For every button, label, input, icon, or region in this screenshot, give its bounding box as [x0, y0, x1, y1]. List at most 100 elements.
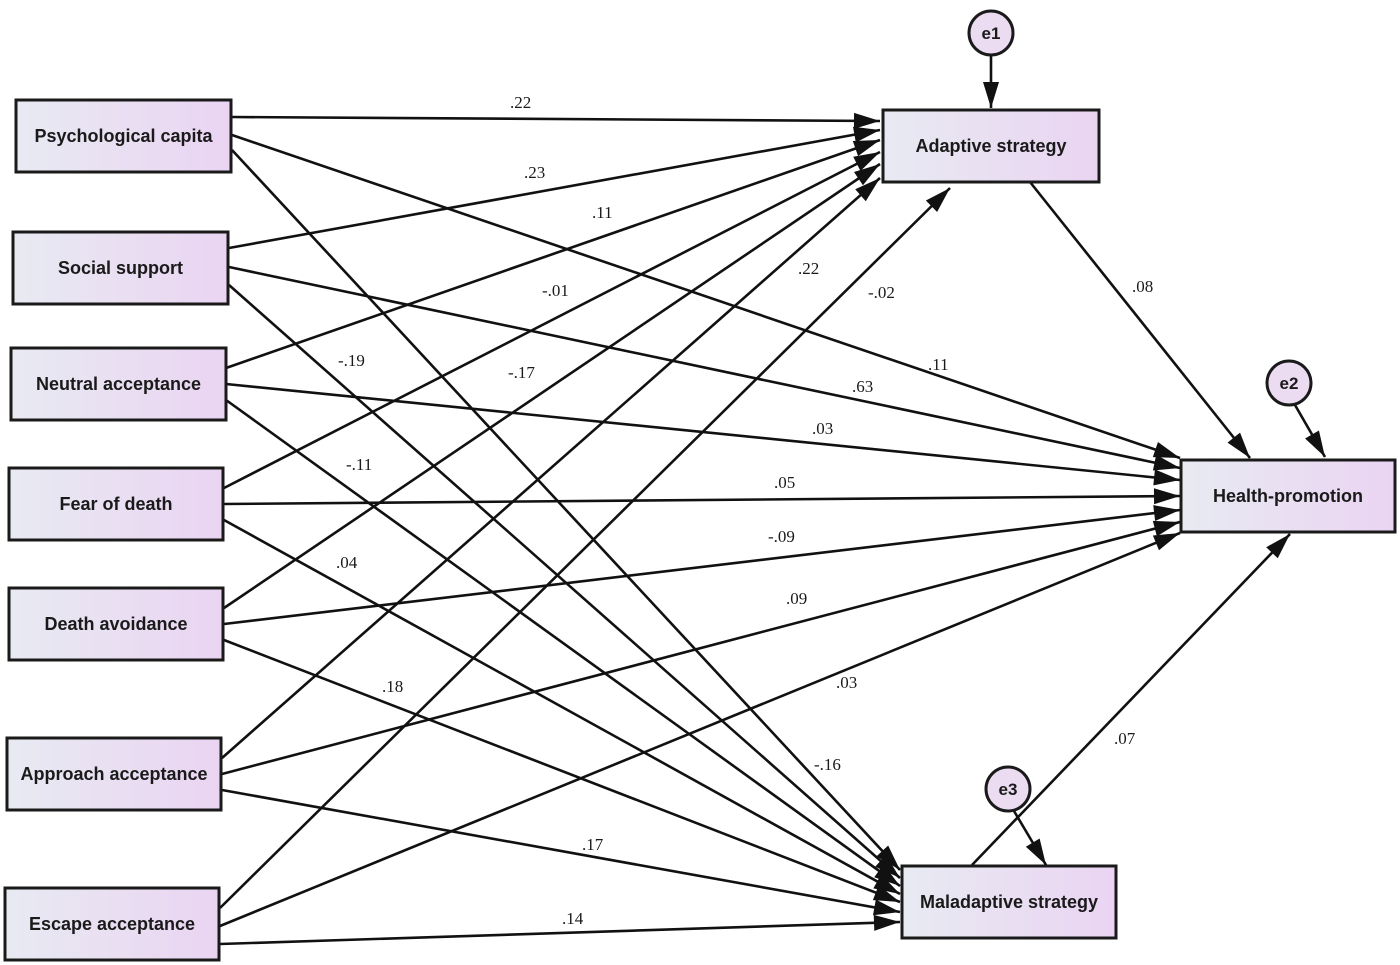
path-neutral-to-adaptive [225, 138, 881, 370]
arrowhead-avoid-to-health [1153, 505, 1180, 522]
arrowhead-escape-to-health [1152, 533, 1180, 551]
label-social-support: Social support [58, 258, 183, 278]
arrowhead-neutral-to-health [1153, 469, 1180, 486]
arrowhead-escape-to-maladaptive [873, 914, 900, 931]
coef-maladaptive-health: .07 [1114, 729, 1136, 748]
coef-psych-adaptive: .22 [510, 93, 531, 112]
path-fear-to-adaptive [223, 150, 881, 490]
error-circle-e2 [1265, 359, 1313, 407]
coef-approach-adaptive: .22 [798, 259, 819, 278]
arrowhead-adaptive-to-health [1227, 432, 1250, 458]
box-neutral-acceptance[interactable]: Neutral acceptance [9, 346, 228, 422]
path-maladaptive-to-health [971, 533, 1291, 866]
error-e2[interactable]: e2 [1265, 359, 1313, 407]
arrowhead-maladaptive-to-health [1266, 534, 1290, 559]
path-fear-to-health [223, 494, 1181, 506]
coef-approach-health: .09 [786, 589, 807, 608]
arrowhead-e2-to-health [1305, 430, 1325, 457]
error-circle-e3 [984, 765, 1032, 813]
path-social-to-maladaptive [228, 284, 901, 879]
path-escape-to-health [219, 531, 1181, 928]
path-neutral-to-maladaptive [225, 398, 901, 888]
box-social-support[interactable]: Social support [11, 230, 230, 306]
label-death-avoidance: Death avoidance [44, 614, 187, 634]
arrowhead-escape-to-adaptive [925, 188, 950, 212]
box-approach-acceptance[interactable]: Approach acceptance [5, 736, 223, 812]
path-psych-to-adaptive [231, 115, 881, 123]
arrowheads-layer [852, 82, 1325, 931]
arrowhead-psych-to-maladaptive [876, 845, 900, 870]
errors-layer: e1 e2 e3 [967, 9, 1313, 813]
path-social-to-adaptive [228, 128, 881, 250]
coef-adaptive-health: .08 [1132, 277, 1153, 296]
path-escape-to-maladaptive [219, 920, 901, 946]
coef-social-health: .63 [852, 377, 873, 396]
coef-social-adaptive: .23 [524, 163, 545, 182]
arrowhead-psych-to-health [1152, 442, 1180, 458]
arrowhead-e1-to-adaptive [983, 82, 999, 108]
label-fear-of-death: Fear of death [59, 494, 172, 514]
path-approach-to-maladaptive [221, 788, 901, 914]
arrowhead-social-to-adaptive [852, 126, 880, 143]
arrowhead-e3-to-maladaptive [1025, 838, 1046, 865]
box-maladaptive-strategy[interactable]: Maladaptive strategy [900, 864, 1118, 940]
path-avoid-to-maladaptive [223, 638, 901, 904]
coef-avoid-maladaptive: -.16 [814, 755, 841, 774]
coef-social-maladaptive: -.11 [346, 455, 372, 474]
arrowhead-neutral-to-adaptive [852, 140, 880, 157]
arrowhead-approach-to-maladaptive [872, 899, 900, 916]
coef-psych-health: .11 [928, 355, 949, 374]
error-e3[interactable]: e3 [984, 765, 1032, 813]
path-escape-to-adaptive [219, 187, 951, 909]
paths-layer [219, 55, 1327, 946]
path-adaptive-to-health [1028, 181, 1252, 459]
path-fear-to-maladaptive [223, 518, 901, 896]
coef-escape-health: .03 [836, 673, 857, 692]
coef-fear-adaptive: -.01 [542, 281, 569, 300]
label-neutral-acceptance: Neutral acceptance [36, 374, 201, 394]
arrowhead-approach-to-health [1152, 520, 1180, 537]
box-health-promotion[interactable]: Health-promotion [1179, 458, 1397, 534]
coef-escape-maladaptive: .14 [562, 909, 584, 928]
arrowhead-psych-to-adaptive [853, 112, 880, 129]
box-escape-acceptance[interactable]: Escape acceptance [3, 886, 221, 962]
variables-layer: Psychological capita Social support Neut… [3, 98, 1397, 962]
arrowhead-approach-to-adaptive [855, 178, 880, 202]
label-health-promotion: Health-promotion [1213, 486, 1363, 506]
coef-avoid-adaptive: -.17 [508, 363, 535, 382]
label-approach-acceptance: Approach acceptance [20, 764, 207, 784]
arrowhead-avoid-to-adaptive [853, 164, 880, 186]
path-avoid-to-health [223, 508, 1181, 626]
box-death-avoidance[interactable]: Death avoidance [7, 586, 225, 662]
label-adaptive-strategy: Adaptive strategy [915, 136, 1066, 156]
path-psych-to-health [231, 133, 1181, 460]
arrowhead-fear-to-adaptive [853, 152, 880, 171]
error-label-e2: e2 [1280, 374, 1299, 393]
arrowhead-avoid-to-maladaptive [872, 885, 900, 902]
coef-neutral-adaptive: .11 [592, 203, 613, 222]
error-e1[interactable]: e1 [967, 9, 1015, 57]
arrowhead-neutral-to-maladaptive [874, 864, 900, 886]
coef-neutral-health: .03 [812, 419, 833, 438]
path-social-to-health [228, 265, 1181, 470]
box-fear-of-death[interactable]: Fear of death [7, 466, 225, 542]
path-neutral-to-health [225, 382, 1181, 482]
coef-approach-maladaptive: .17 [582, 835, 604, 854]
coef-fear-maladaptive: .18 [382, 677, 403, 696]
path-approach-to-health [221, 520, 1181, 776]
coef-fear-health: .05 [774, 473, 795, 492]
label-escape-acceptance: Escape acceptance [29, 914, 195, 934]
path-approach-to-adaptive [221, 177, 881, 759]
arrowhead-social-to-maladaptive [875, 854, 900, 878]
coef-avoid-health: -.09 [768, 527, 795, 546]
arrowhead-social-to-health [1152, 454, 1180, 471]
coef-neutral-maladaptive: .04 [336, 553, 358, 572]
path-avoid-to-adaptive [223, 162, 881, 610]
arrowhead-fear-to-health [1153, 488, 1180, 505]
coef-escape-adaptive: -.02 [868, 283, 895, 302]
box-psychological-capita[interactable]: Psychological capita [14, 98, 233, 174]
box-adaptive-strategy[interactable]: Adaptive strategy [881, 108, 1101, 184]
path-psych-to-maladaptive [231, 149, 901, 871]
error-label-e3: e3 [999, 780, 1018, 799]
